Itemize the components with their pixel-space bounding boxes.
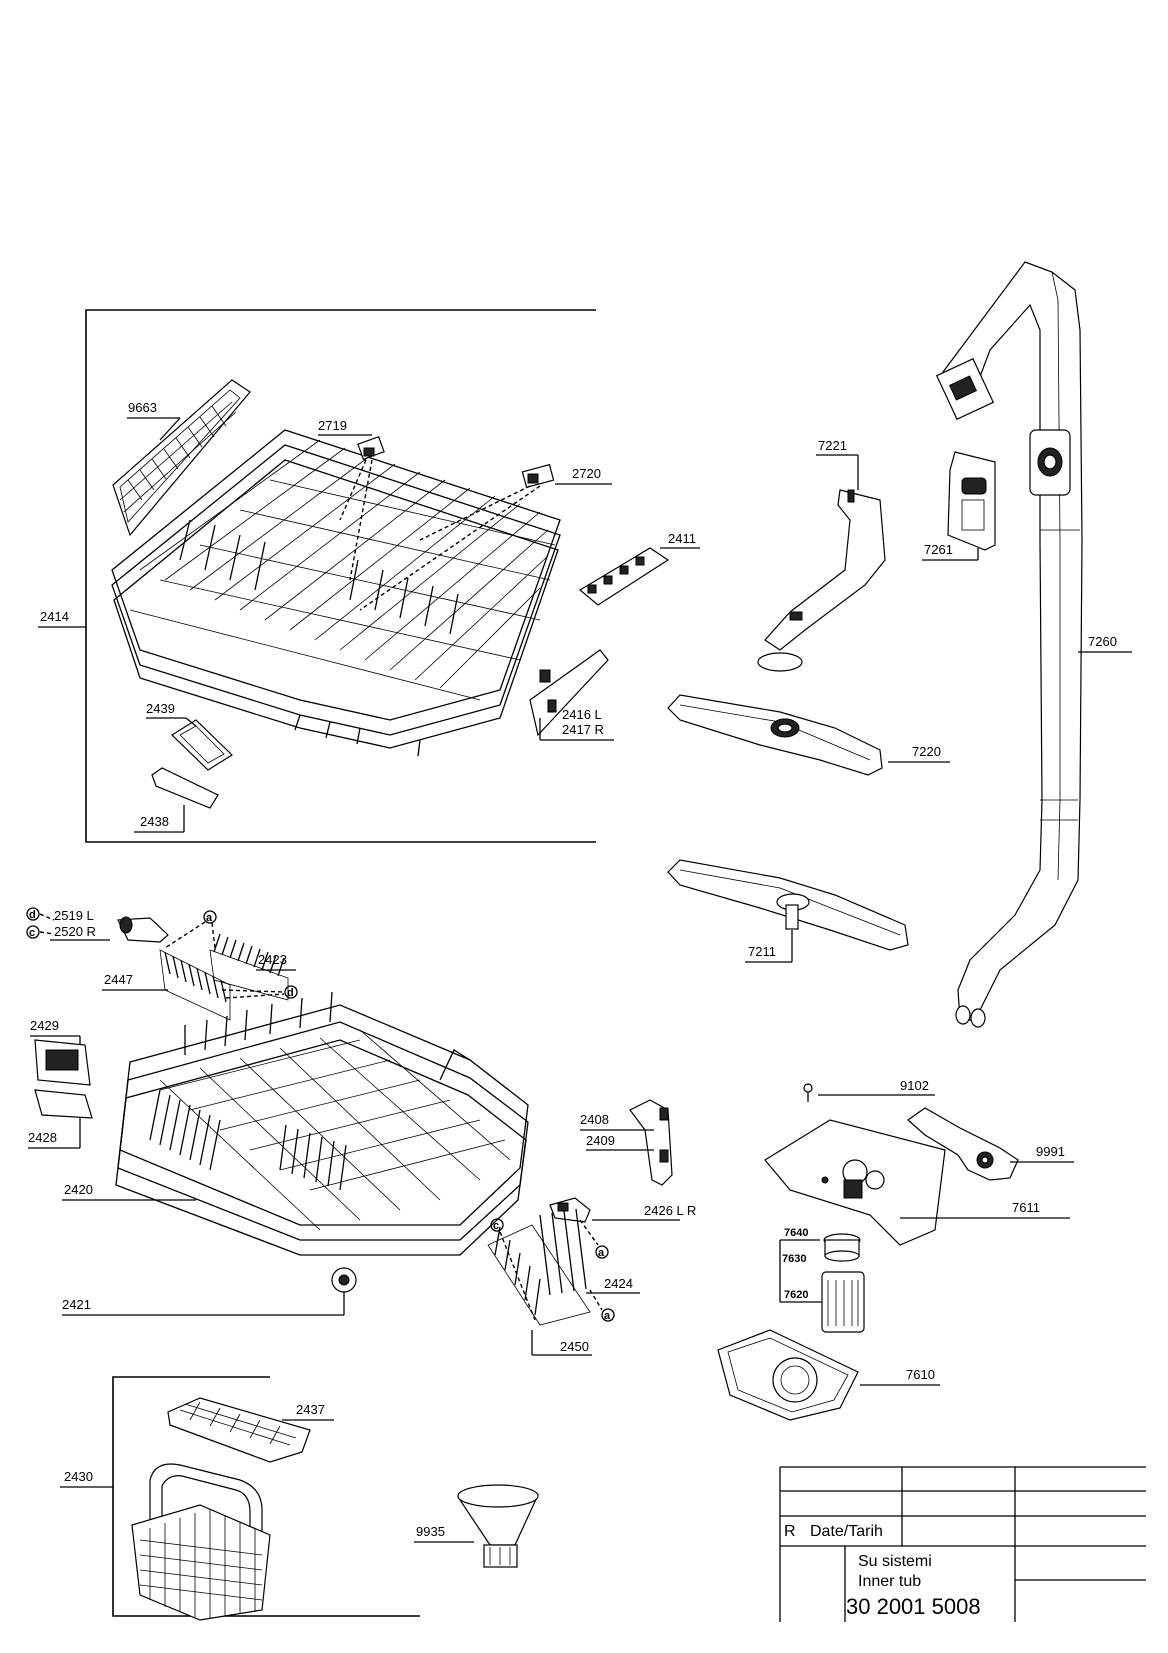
marker-d: d [29,909,36,921]
part-2429-handle-insert: 2429 [30,1018,91,1086]
part-7261-connector: 7261 [922,451,996,561]
label-2408: 2408 [580,1112,609,1127]
label-2420: 2420 [64,1182,93,1197]
part-2416-2417-rollers: 2416 L 2417 R [529,649,614,741]
label-2450: 2450 [560,1339,589,1354]
label-2520: 2520 R [54,924,96,939]
part-2438-handle-cover: 2438 [134,767,219,833]
part-7260-main-pipe: 7260 [935,261,1132,1028]
part-7611-sump-cover: 7611 [764,1119,1070,1246]
part-2421-wheel: 2421 [62,1267,357,1316]
label-2416: 2416 L [562,707,602,722]
title-date: Date/Tarih [810,1523,883,1540]
part-7211-lower-spray-arm: 7211 [667,859,909,963]
label-2426: 2426 L R [644,1203,696,1218]
part-7640-7630-7620-filters: 7640 7630 7620 [779,1227,865,1333]
label-2447: 2447 [104,972,133,987]
marker-a-3: a [604,1310,611,1322]
label-2439: 2439 [146,701,175,716]
part-2420-lower-basket: 2420 [62,991,529,1256]
label-9991: 9991 [1036,1144,1065,1159]
part-2437-cutlery-lid: 2437 [167,1397,334,1463]
label-2438: 2438 [140,814,169,829]
part-2720-clip: 2720 [359,463,612,611]
marker-a: a [206,912,213,924]
label-2720: 2720 [572,466,601,481]
label-9663: 9663 [128,400,157,415]
part-upper-basket [111,429,561,757]
part-2439-handle-insert: 2439 [146,701,233,771]
title-rev: R [784,1523,796,1540]
upper-basket-group-frame: 2414 [38,309,596,843]
marker-a-2: a [598,1247,605,1259]
label-7610: 7610 [906,1367,935,1382]
label-2424: 2424 [604,1276,633,1291]
label-7221: 7221 [818,438,847,453]
title-block: R Date/Tarih Su sistemi Inner tub 30 200… [779,1466,1146,1622]
label-2409: 2409 [586,1133,615,1148]
label-2437: 2437 [296,1402,325,1417]
marker-c: c [29,927,35,939]
part-9663-cup-shelf: 9663 [112,379,251,537]
label-2719: 2719 [318,418,347,433]
label-9102: 9102 [900,1078,929,1093]
part-2519-2520-rollers: d c 2519 L 2520 R [26,907,169,943]
part-9102-screw: 9102 [803,1078,935,1102]
part-9935-funnel: 9935 [414,1484,539,1568]
part-2430-cutlery-basket [131,1463,271,1621]
part-9991-spray-arm-mount: 9991 [907,1107,1074,1181]
label-7630: 7630 [782,1253,806,1265]
label-7261: 7261 [924,542,953,557]
label-2429: 2429 [30,1018,59,1033]
part-7610-sump-seal: 7610 [717,1329,940,1421]
part-2428-handle-cover: 2428 [28,1089,93,1149]
label-2430: 2430 [64,1469,93,1484]
label-2417: 2417 R [562,722,604,737]
label-7611: 7611 [1012,1200,1040,1215]
label-2428: 2428 [28,1130,57,1145]
part-2426-clip: a 2426 L R [549,1197,696,1259]
label-2519: 2519 L [54,908,94,923]
label-7260: 7260 [1088,634,1117,649]
part-7221-upper-spray-pipe: 7221 [757,438,886,672]
part-2411-tine-clips: 2411 [578,531,700,606]
title-name-tr: Su sistemi [858,1553,932,1570]
marker-d-2: d [287,987,294,999]
label-9935: 9935 [416,1524,445,1539]
part-2408-2409-rail-stop: 2408 2409 [580,1099,673,1186]
label-7220: 7220 [912,744,941,759]
marker-c-2: c [493,1220,499,1232]
label-2414: 2414 [40,609,69,624]
label-7620: 7620 [784,1289,808,1301]
label-7640: 7640 [784,1227,808,1239]
part-2424-2450-fold-tines: c a 2424 2450 [487,1208,640,1356]
part-2719-clip: 2719 [318,418,385,581]
label-2423: 2423 [258,952,287,967]
label-7211: 7211 [748,944,776,959]
label-2411: 2411 [668,531,696,546]
title-name-en: Inner tub [858,1573,921,1590]
part-2423-2447-tine-rows: a d 2423 2447 [102,910,298,1021]
label-2421: 2421 [62,1297,91,1312]
part-7220-upper-spray-arm: 7220 [667,694,950,776]
cutlery-group-frame: 2430 [60,1376,420,1617]
title-part-number: 30 2001 5008 [846,1594,981,1619]
